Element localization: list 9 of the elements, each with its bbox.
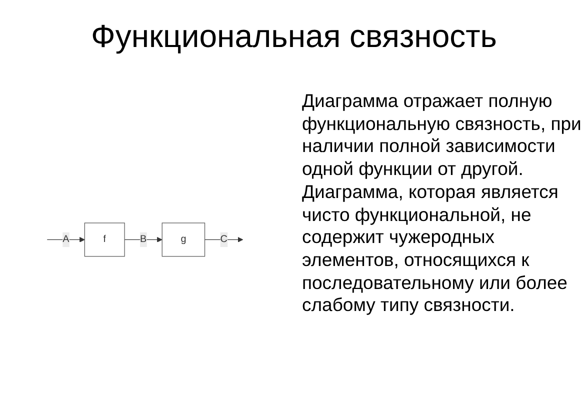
arrow (124, 237, 162, 243)
edge-label: C (220, 234, 228, 245)
title: Функциональная связность (90, 18, 498, 55)
description-text: Диаграмма отражает полную функциональную связность, при наличии полной зависимости одной функции от другой. Диаграмма, которая является чисто функциональной, не содержит чужеродных элементов, относящихся к последовательному или более слабому типу связности. (302, 90, 582, 318)
edge-label: A (62, 234, 70, 245)
node-box: g (162, 222, 206, 258)
arrow (204, 237, 244, 243)
edge-label: B (140, 234, 147, 245)
node-box: f (84, 222, 125, 258)
